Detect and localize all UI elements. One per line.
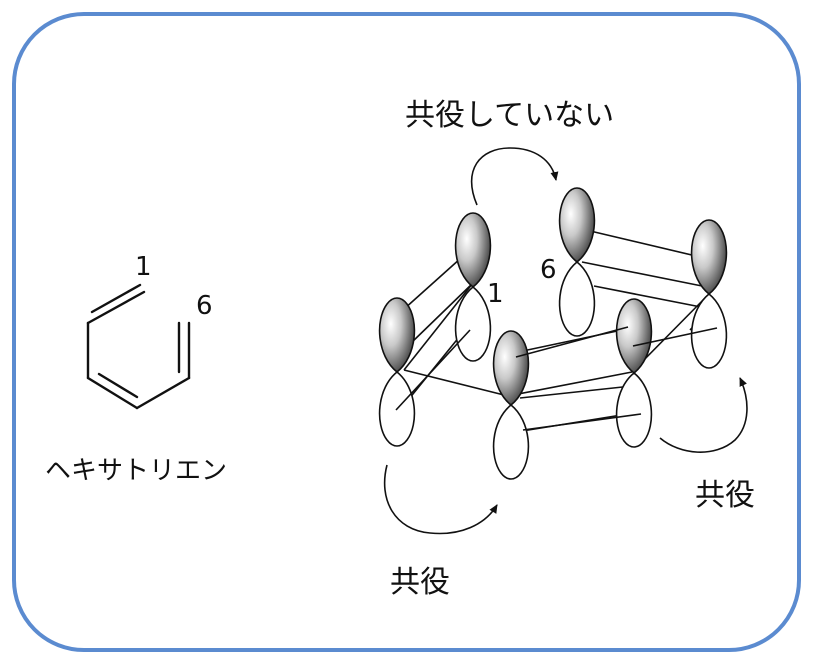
bond-c3-c4-double (97, 372, 139, 399)
caption-conjugated-right: 共役 (695, 478, 755, 513)
caption-not-conjugated: 共役していない (405, 98, 614, 133)
hexatriene-structure (86, 283, 191, 410)
arrow-bottom-left (383, 464, 498, 535)
bond-c1-c2-double (90, 283, 142, 314)
overlap-lines-front (395, 326, 718, 431)
caption-conjugated-bottom: 共役 (390, 565, 450, 600)
arrow-bottom-right (659, 377, 748, 453)
arrow-top (470, 147, 559, 206)
atom-label-1: 1 (135, 252, 152, 282)
atom-label-6: 6 (196, 291, 213, 321)
orbital-label-6: 6 (540, 255, 557, 285)
bond-c1-c2 (86, 290, 146, 325)
bond-c3-c4 (86, 376, 139, 410)
orbital-label-1: 1 (487, 279, 504, 309)
bond-c4-c5 (135, 376, 191, 410)
molecule-name: ヘキサトリエン (45, 456, 227, 486)
